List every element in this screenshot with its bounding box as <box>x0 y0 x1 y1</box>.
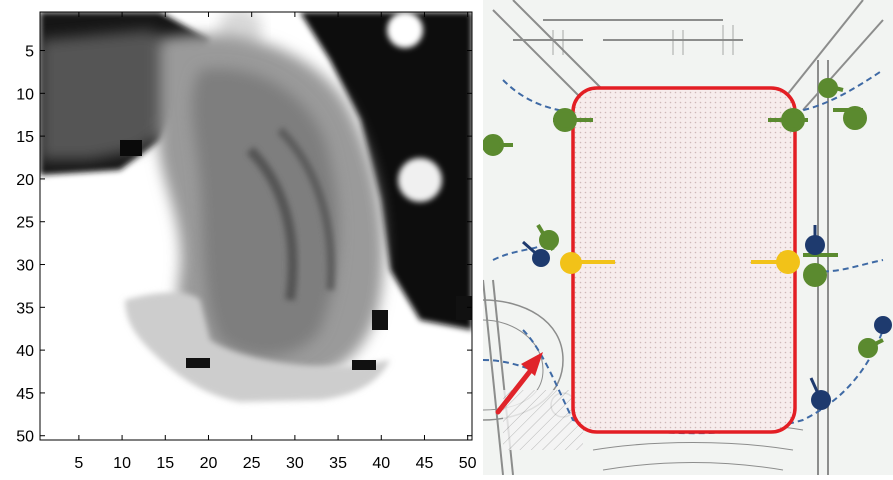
x-tick-label: 45 <box>416 455 434 472</box>
x-tick-label: 15 <box>156 455 174 472</box>
x-tick-label: 10 <box>113 455 131 472</box>
y-tick-label: 20 <box>16 172 34 189</box>
drawing-canvas <box>483 0 893 475</box>
y-axis: 5 10 15 20 25 30 35 40 45 50 <box>16 44 472 446</box>
x-tick-label: 35 <box>329 455 347 472</box>
image-pixels <box>40 12 472 440</box>
x-tick-label: 20 <box>200 455 218 472</box>
green-pin-icon <box>483 78 884 358</box>
yellow-pin-icon <box>751 250 800 274</box>
y-tick-label: 45 <box>16 386 34 403</box>
yellow-pin-icon <box>560 252 615 274</box>
technical-drawing-image <box>483 0 893 475</box>
x-tick-label: 30 <box>286 455 304 472</box>
drawing-linework <box>483 0 884 475</box>
x-tick-label: 40 <box>372 455 390 472</box>
y-tick-label: 30 <box>16 258 34 275</box>
axes-box <box>39 11 473 441</box>
y-tick-label: 15 <box>16 129 34 146</box>
y-tick-label: 10 <box>16 86 34 103</box>
x-tick-label: 50 <box>459 455 477 472</box>
y-tick-label: 25 <box>16 215 34 232</box>
x-axis: 5 10 15 20 25 30 35 40 45 50 <box>74 12 477 472</box>
x-tick-label: 5 <box>74 455 83 472</box>
y-tick-label: 35 <box>16 300 34 317</box>
grayscale-image-plot: 5 10 15 20 25 30 35 40 45 50 5 10 15 20 25 30 35 40 45 50 <box>16 11 477 472</box>
y-tick-label: 50 <box>16 429 34 446</box>
y-tick-label: 5 <box>25 44 34 61</box>
plot-canvas: 5 10 15 20 25 30 35 40 45 50 5 10 15 20 25 30 35 40 45 50 <box>16 11 477 472</box>
red-arrow-icon <box>495 352 543 415</box>
y-tick-label: 40 <box>16 343 34 360</box>
x-tick-label: 25 <box>243 455 261 472</box>
